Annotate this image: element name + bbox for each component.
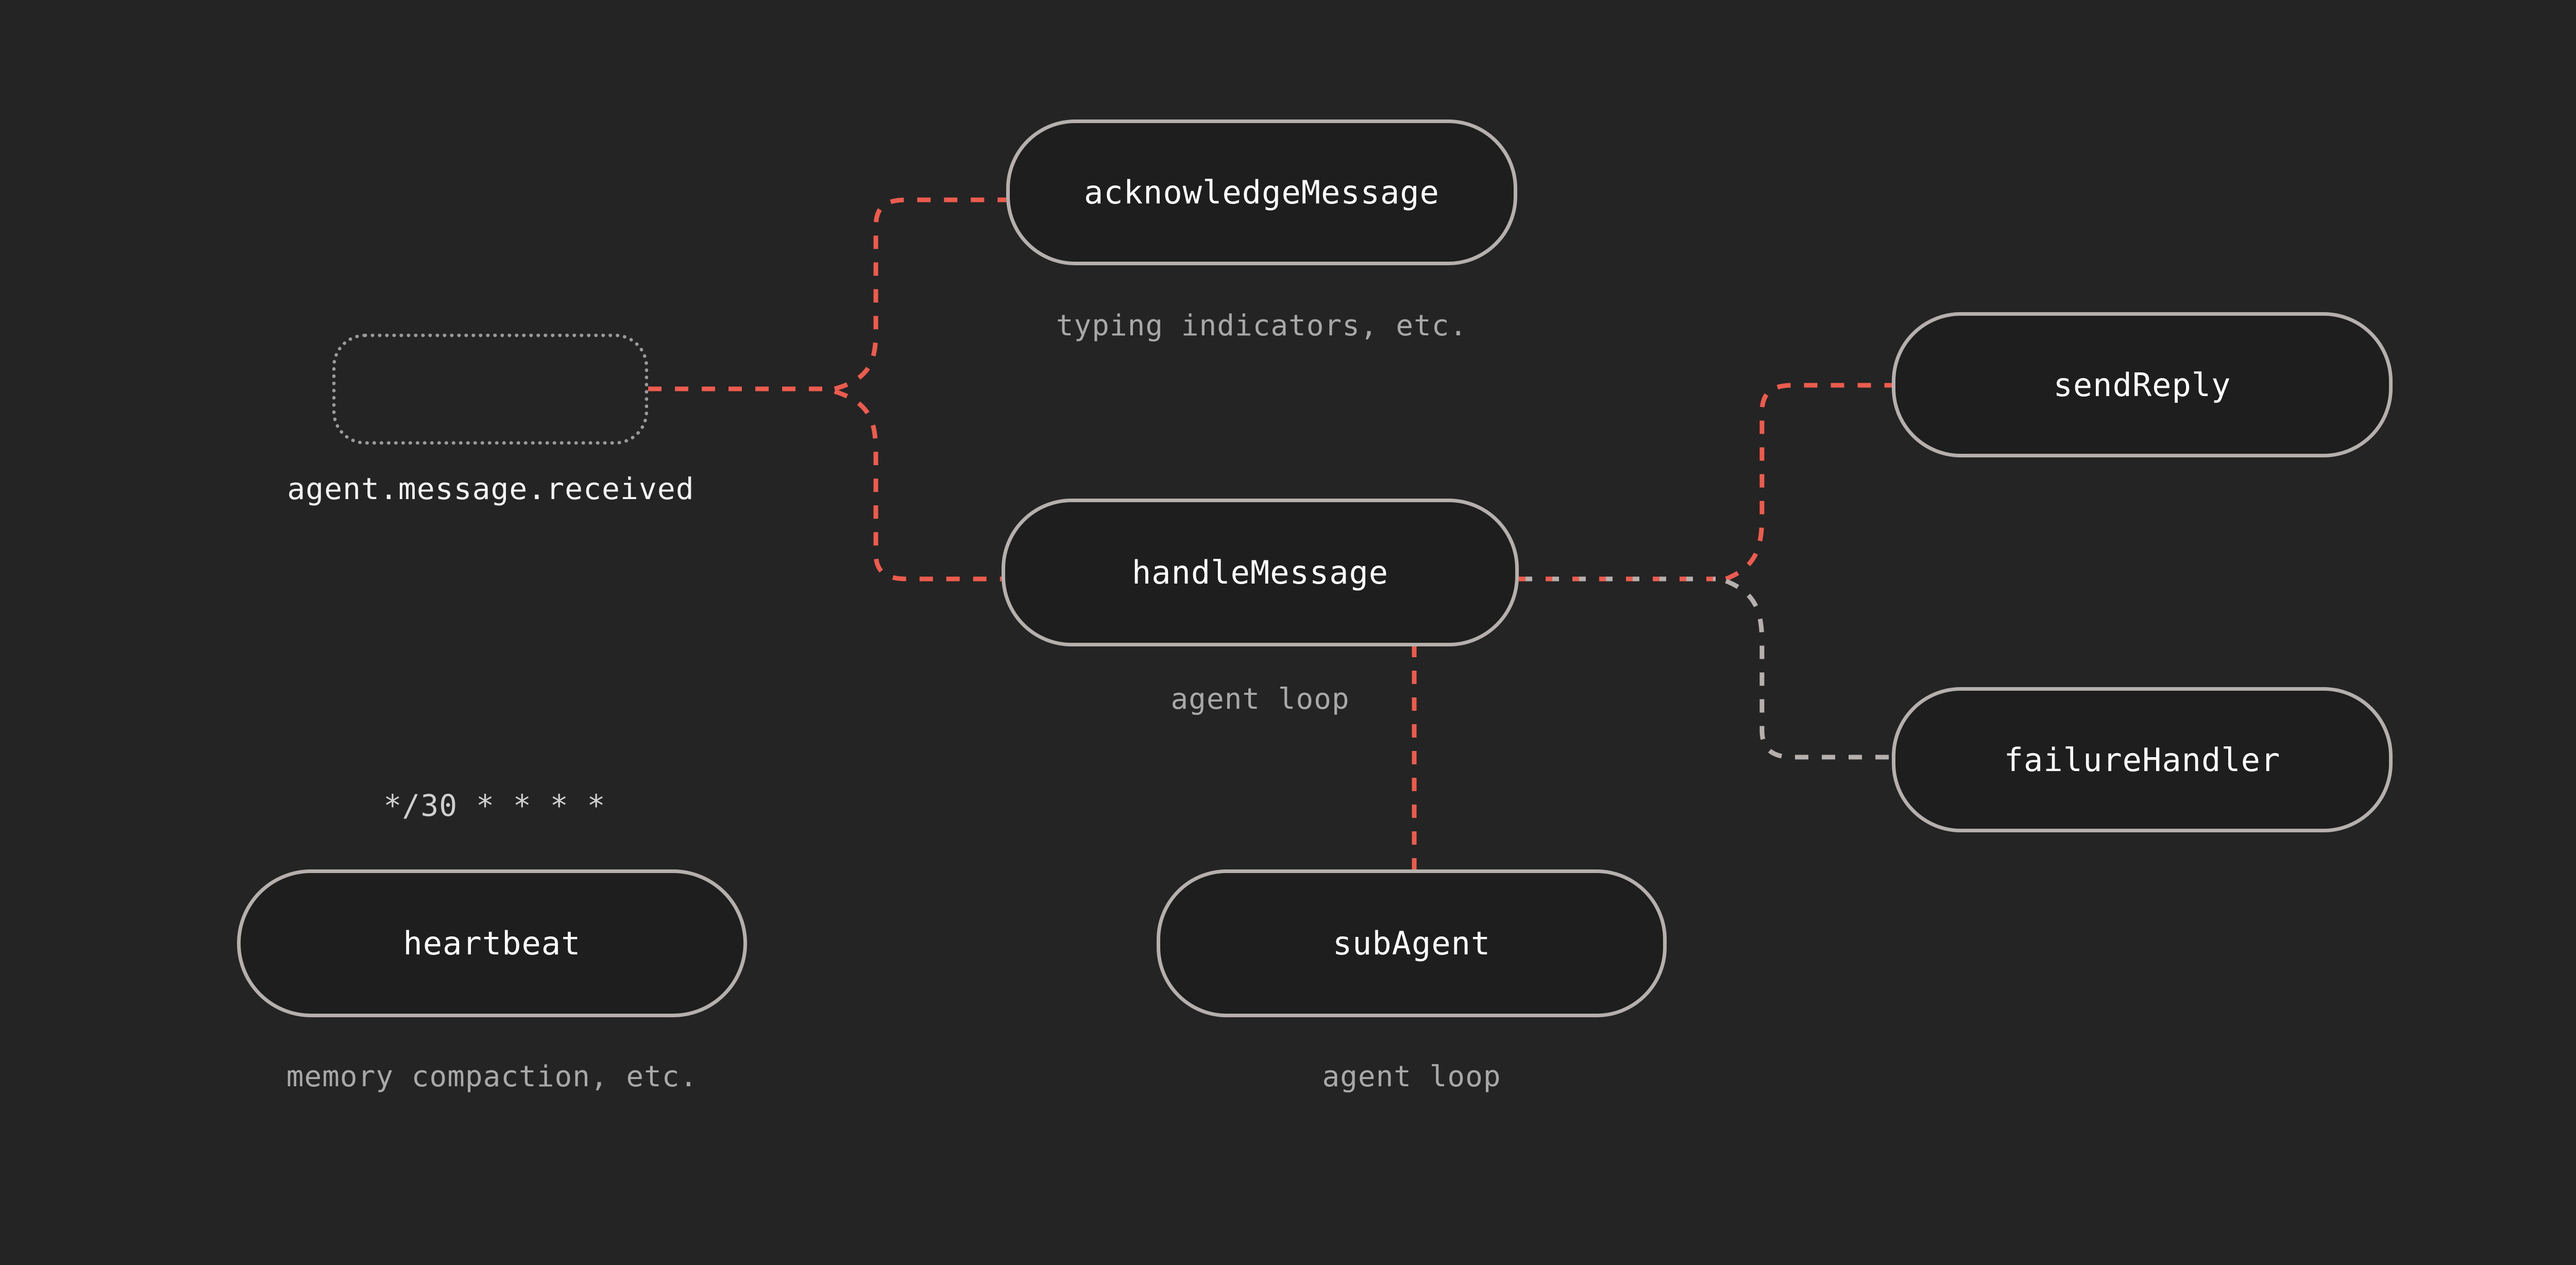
edge-trigger-to-handlemessage — [834, 389, 1002, 582]
node-acknowledgemessage-label: acknowledgeMessage — [1084, 174, 1439, 211]
node-failurehandler-label: failureHandler — [2004, 741, 2281, 779]
node-trigger[interactable] — [332, 334, 648, 445]
cron-schedule-label: */30 * * * * — [383, 788, 606, 823]
node-handlemessage-label: handleMessage — [1131, 554, 1389, 591]
node-sendreply-label: sendReply — [2053, 366, 2231, 404]
caption-acknowledgemessage: typing indicators, etc. — [1056, 309, 1468, 343]
node-subagent-label: subAgent — [1332, 925, 1491, 962]
edge-trigger-to-acknowledgemessage — [834, 197, 1006, 391]
node-handlemessage[interactable]: handleMessage — [1002, 499, 1519, 646]
caption-subagent: agent loop — [1322, 1060, 1501, 1093]
edge-handlemessage-to-sendreply — [1725, 383, 1892, 582]
edge-handlemessage-to-failurehandler — [1725, 578, 1892, 760]
node-failurehandler[interactable]: failureHandler — [1892, 687, 2393, 832]
node-acknowledgemessage[interactable]: acknowledgeMessage — [1006, 119, 1517, 265]
trigger-event-label: agent.message.received — [287, 471, 694, 506]
node-sendreply[interactable]: sendReply — [1892, 312, 2393, 457]
node-heartbeat-label: heartbeat — [403, 925, 581, 962]
node-heartbeat[interactable]: heartbeat — [237, 869, 747, 1017]
caption-handlemessage: agent loop — [1171, 682, 1350, 716]
node-subagent[interactable]: subAgent — [1157, 869, 1667, 1017]
caption-heartbeat: memory compaction, etc. — [286, 1060, 698, 1093]
